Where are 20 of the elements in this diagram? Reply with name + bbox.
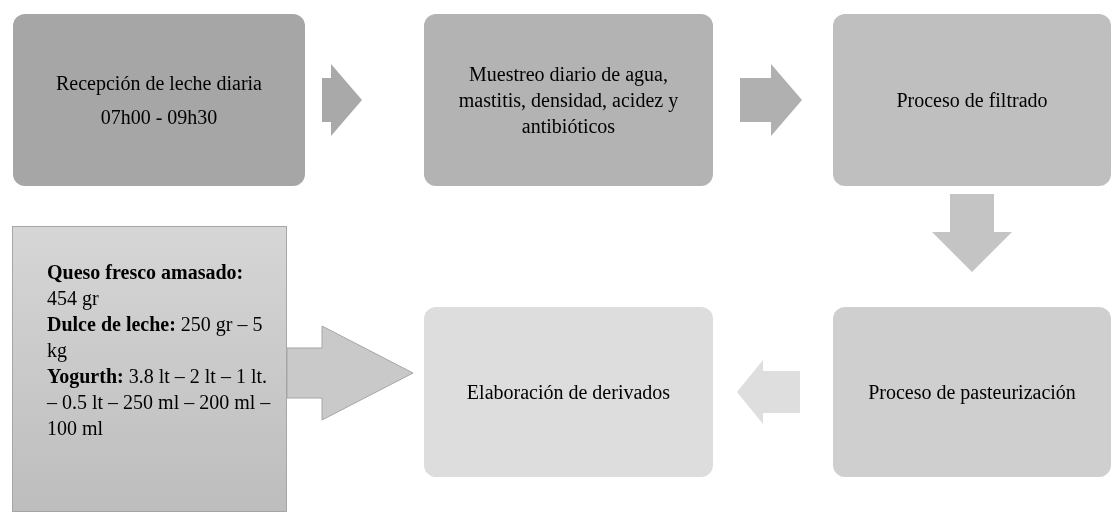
block-arrow [322, 64, 362, 136]
product-text: Yogurth: 3.8 lt – 2 lt – 1 lt. – 0.5 lt – 250 ml – 200 ml – 100 ml [47, 364, 272, 441]
step-text: Muestreo diario de agua, mastitis, densidad, acidez y antibióticos [457, 62, 680, 139]
block-arrow [740, 64, 802, 136]
product-text: Queso fresco amasado: 454 gr [47, 260, 245, 311]
product-text: Dulce de leche: 250 gr – 5 kg [47, 312, 264, 363]
step-text: 07h00 - 09h30 [100, 105, 218, 130]
step-text: Recepción de leche diaria [56, 71, 262, 96]
step-text: Elaboración de derivados [466, 380, 671, 405]
step-text: Proceso de filtrado [896, 88, 1048, 113]
block-arrow [286, 325, 414, 421]
block-arrow [932, 194, 1012, 272]
process-box [13, 14, 305, 186]
process-box [833, 14, 1111, 186]
step-text: Proceso de pasteurización [868, 380, 1076, 405]
process-box [833, 307, 1111, 477]
callout-box [12, 226, 287, 512]
process-box [424, 307, 713, 477]
block-arrow [737, 360, 800, 424]
process-box [424, 14, 713, 186]
